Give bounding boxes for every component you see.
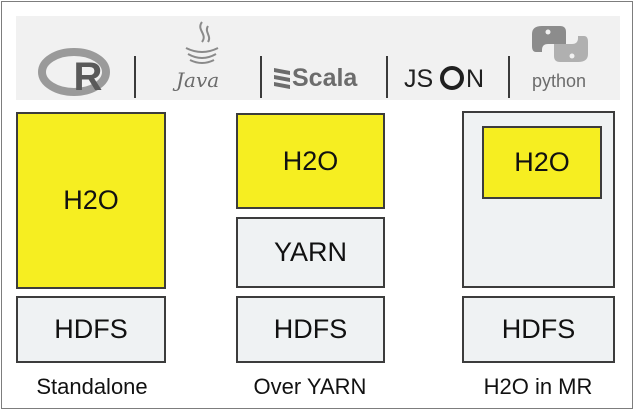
python-label: python <box>532 71 587 91</box>
separator <box>260 56 262 98</box>
json-label-suffix: N <box>466 65 485 93</box>
scala-logo-icon <box>272 66 292 90</box>
hdfs-box-yarn: HDFS <box>236 296 385 363</box>
caption-standalone: Standalone <box>36 374 148 399</box>
scala-label: Scala <box>292 64 358 92</box>
r-logo-icon: R <box>38 46 118 102</box>
h2o-label: H2O <box>514 147 570 177</box>
json-label-prefix: JS <box>404 65 434 93</box>
yarn-label: YARN <box>273 237 347 267</box>
hdfs-box-mr: HDFS <box>462 296 615 363</box>
h2o-label: H2O <box>63 185 119 215</box>
yarn-box: YARN <box>236 217 385 288</box>
hdfs-label: HDFS <box>501 314 576 344</box>
caption-over-yarn: Over YARN <box>253 374 367 399</box>
r-letter: R <box>74 55 103 99</box>
java-logo-icon <box>166 16 236 100</box>
python-logo-icon <box>532 22 588 66</box>
separator <box>134 56 136 98</box>
hdfs-label: HDFS <box>273 314 348 344</box>
h2o-box-yarn: H2O <box>236 113 385 209</box>
h2o-box-standalone: H2O <box>16 112 166 289</box>
h2o-label: H2O <box>282 145 339 176</box>
h2o-box-mr: H2O <box>482 126 602 199</box>
caption-h2o-in-mr: H2O in MR <box>483 374 593 399</box>
java-label: Java <box>176 68 220 92</box>
separator <box>386 56 388 98</box>
hdfs-label: HDFS <box>54 314 128 344</box>
json-circle-icon <box>440 66 464 90</box>
hdfs-box-standalone: HDFS <box>16 296 166 363</box>
language-bar: R Java Scala JS N <box>16 16 620 100</box>
separator <box>508 56 510 98</box>
